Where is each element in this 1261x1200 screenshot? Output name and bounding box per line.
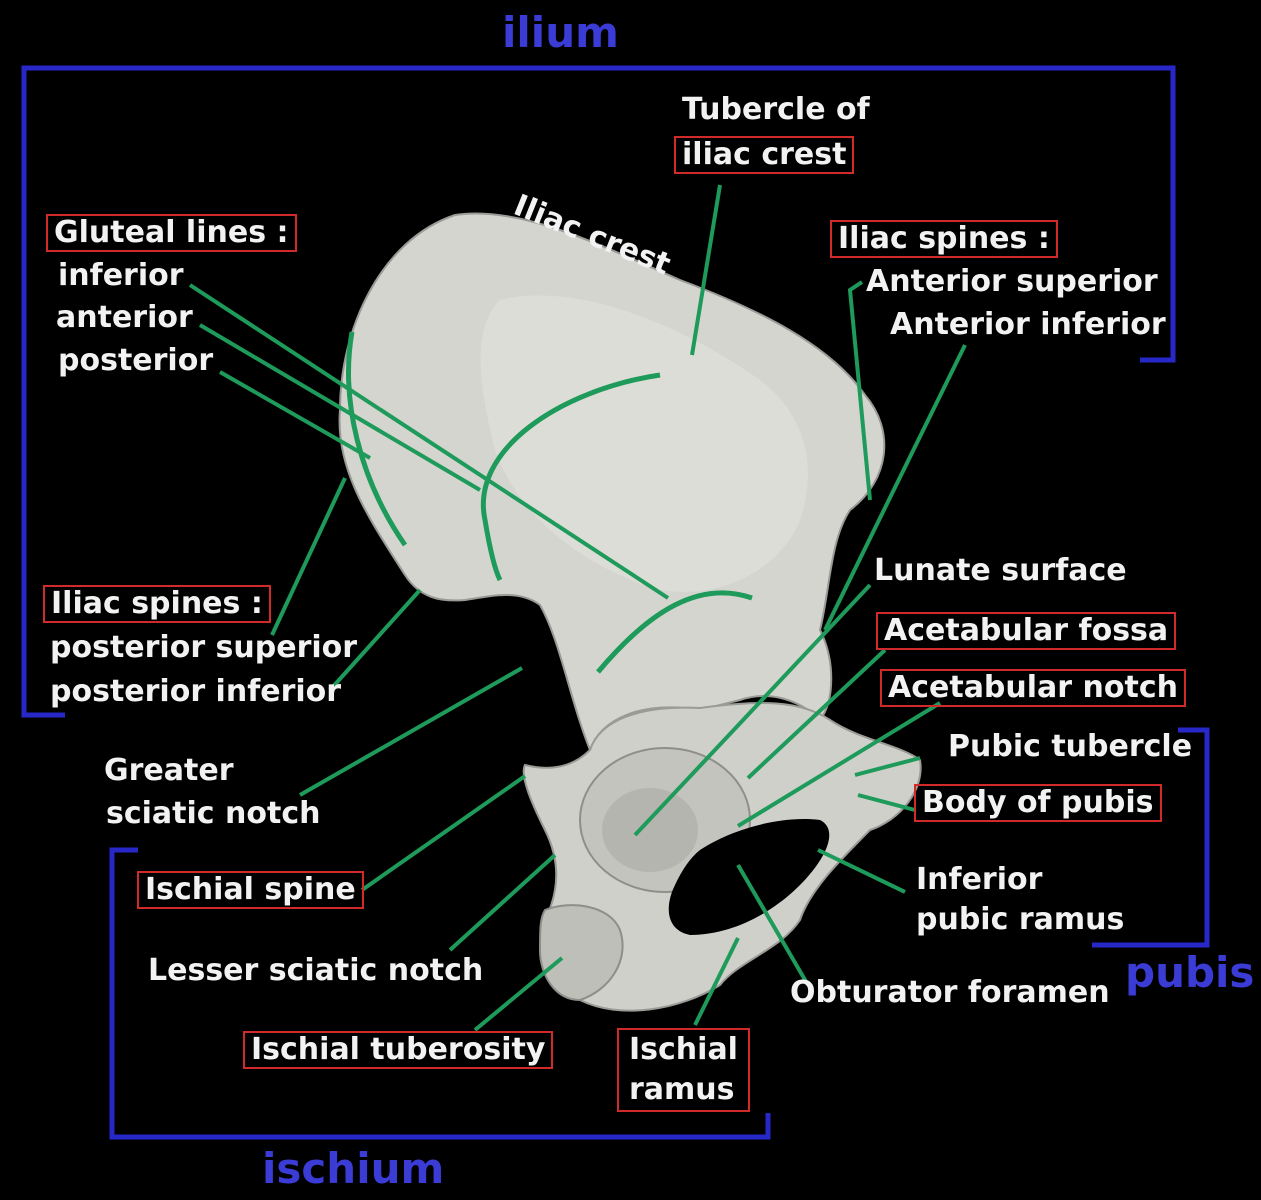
iliac-fossa-shade <box>480 295 808 592</box>
region-label-ilium: ilium <box>502 8 619 57</box>
leader-gluteal-posterior <box>219 370 371 460</box>
label-posterior-superior: posterior superior <box>50 630 358 665</box>
leader-lesser-sciatic <box>448 853 557 952</box>
leader-inferior-pubic-ramus <box>817 848 906 894</box>
leader-ischial-spine <box>360 774 527 892</box>
label-ischial-ramus: Ischial ramus <box>617 1028 750 1112</box>
label-ischial-ramus-line2: ramus <box>629 1072 735 1107</box>
label-gluteal-inferior: inferior <box>58 258 184 293</box>
label-greater-sciatic-line2: sciatic notch <box>106 796 321 831</box>
leader-lunate-surface <box>633 583 872 837</box>
posterior-gluteal-line <box>346 331 408 547</box>
label-gluteal-posterior: posterior <box>58 343 214 378</box>
acetabular-fossa-shadow <box>602 788 698 872</box>
leader-body-of-pubis <box>857 793 916 812</box>
label-ischial-spine: Ischial spine <box>137 871 364 909</box>
leader-greater-sciatic <box>299 666 523 797</box>
hip-bone-illustration <box>338 212 922 1012</box>
leader-lines <box>188 184 967 1032</box>
label-greater-sciatic-line1: Greater <box>104 753 234 788</box>
leader-posterior-superior <box>270 477 347 636</box>
leader-tubercle <box>690 184 722 356</box>
label-gluteal-lines: Gluteal lines : <box>46 214 297 252</box>
label-lunate-surface: Lunate surface <box>874 553 1127 588</box>
leader-anterior-superior <box>847 280 872 501</box>
label-anterior-inferior: Anterior inferior <box>890 307 1166 342</box>
label-anterior-superior: Anterior superior <box>866 264 1158 299</box>
label-gluteal-anterior: anterior <box>56 300 193 335</box>
ischium-bracket <box>109 847 771 1140</box>
region-label-pubis: pubis <box>1125 948 1255 997</box>
leader-obturator-foramen <box>736 863 810 987</box>
leader-anterior-inferior <box>823 344 967 631</box>
region-label-ischium: ischium <box>262 1144 445 1193</box>
label-inferior-pubic-ramus-line2: pubic ramus <box>916 902 1125 937</box>
pubis-bracket <box>1092 727 1210 948</box>
ilium-bracket <box>21 65 1176 718</box>
ischial-tuberosity-shape <box>538 904 624 1002</box>
label-ischial-tuberosity: Ischial tuberosity <box>243 1031 554 1069</box>
label-iliac-spines-anterior: Iliac spines : <box>830 220 1058 258</box>
label-ischial-ramus-line1: Ischial <box>629 1032 738 1067</box>
label-iliac-spines-posterior: Iliac spines : <box>43 585 271 623</box>
leader-gluteal-anterior <box>198 323 482 492</box>
leader-ischial-tuberosity <box>473 956 564 1032</box>
label-body-of-pubis: Body of pubis <box>914 784 1162 822</box>
leader-gluteal-inferior <box>188 283 670 600</box>
leader-pubic-tubercle <box>854 756 921 777</box>
label-acetabular-fossa: Acetabular fossa <box>876 612 1177 650</box>
inferior-gluteal-line <box>596 590 753 674</box>
leader-acetabular-notch <box>736 701 942 828</box>
leader-posterior-inferior <box>328 588 422 692</box>
label-posterior-inferior: posterior inferior <box>50 674 342 709</box>
leader-acetabular-fossa <box>746 648 887 780</box>
label-acetabular-notch: Acetabular notch <box>880 669 1186 707</box>
label-tubercle-line2: iliac crest <box>674 136 855 174</box>
label-obturator-foramen: Obturator foramen <box>790 975 1110 1010</box>
label-pubic-tubercle: Pubic tubercle <box>948 729 1193 764</box>
label-lesser-sciatic-notch: Lesser sciatic notch <box>148 953 484 988</box>
obturator-foramen <box>668 819 830 935</box>
region-brackets <box>21 65 1210 1140</box>
label-inferior-pubic-ramus-line1: Inferior <box>916 862 1043 897</box>
leader-ischial-ramus <box>693 937 740 1026</box>
label-tubercle-line1: Tubercle of <box>682 92 870 127</box>
